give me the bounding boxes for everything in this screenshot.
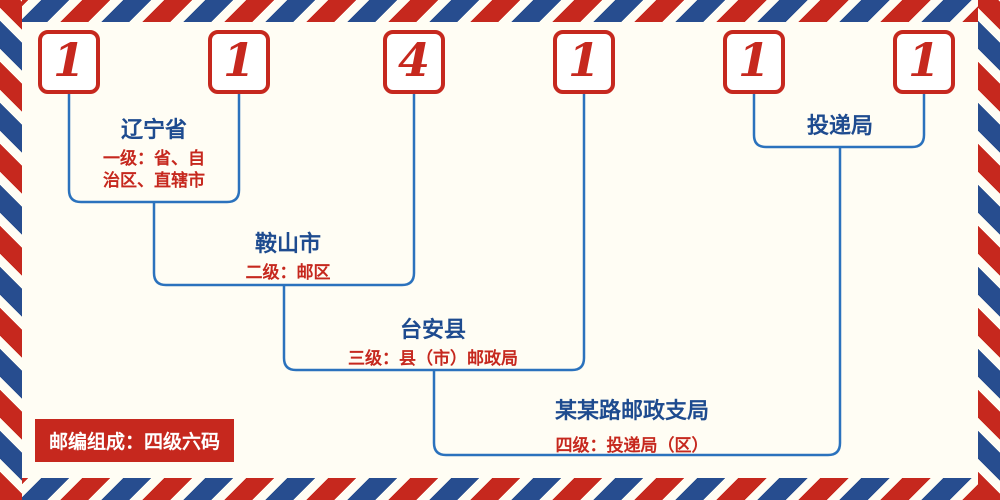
level1-region-name: 辽宁省 bbox=[120, 117, 187, 143]
level3-label-block: 台安县 三级：县（市）邮政局 bbox=[348, 312, 518, 370]
level4-label-block: 某某路邮政支局 四级：投递局（区） bbox=[555, 393, 709, 457]
postal-digit-2: 1 bbox=[222, 33, 255, 87]
postal-digit-box-3: 4 bbox=[383, 30, 445, 94]
level2-region-name: 鞍山市 bbox=[254, 231, 321, 257]
envelope-border-right bbox=[978, 0, 1000, 500]
level4-description: 四级：投递局（区） bbox=[555, 436, 709, 456]
delivery-bracket-line bbox=[752, 92, 926, 149]
postal-digit-box-5: 1 bbox=[723, 30, 785, 94]
postal-digit-1: 1 bbox=[52, 33, 85, 87]
level4-connector-line bbox=[432, 147, 842, 457]
postal-digit-5: 1 bbox=[737, 33, 770, 87]
envelope-border-bottom bbox=[0, 478, 1000, 500]
envelope-border-left bbox=[0, 0, 22, 500]
level4-region-name: 某某路邮政支局 bbox=[554, 398, 710, 424]
level3-description: 三级：县（市）邮政局 bbox=[348, 349, 518, 369]
postal-digit-box-6: 1 bbox=[893, 30, 955, 94]
postal-digit-box-2: 1 bbox=[208, 30, 270, 94]
delivery-office-label-block: 投递局 bbox=[807, 108, 873, 144]
envelope-border-top bbox=[0, 0, 1000, 22]
postal-digit-6: 1 bbox=[907, 33, 940, 87]
level3-region-name: 台安县 bbox=[399, 317, 466, 343]
delivery-office-name: 投递局 bbox=[806, 113, 874, 139]
level1-label-block: 辽宁省 一级：省、自 治区、直辖市 bbox=[103, 112, 205, 192]
postal-digit-4: 1 bbox=[567, 33, 600, 87]
postal-digit-3: 4 bbox=[397, 33, 430, 87]
postal-digit-box-1: 1 bbox=[38, 30, 100, 94]
level1-description-line1: 一级：省、自 bbox=[103, 149, 205, 169]
level2-description: 二级：邮区 bbox=[245, 263, 331, 283]
postal-digit-box-4: 1 bbox=[553, 30, 615, 94]
postal-code-composition-badge: 邮编组成：四级六码 bbox=[35, 419, 235, 462]
level2-label-block: 鞍山市 二级：邮区 bbox=[246, 226, 331, 284]
level1-description-line2: 治区、直辖市 bbox=[103, 171, 205, 192]
